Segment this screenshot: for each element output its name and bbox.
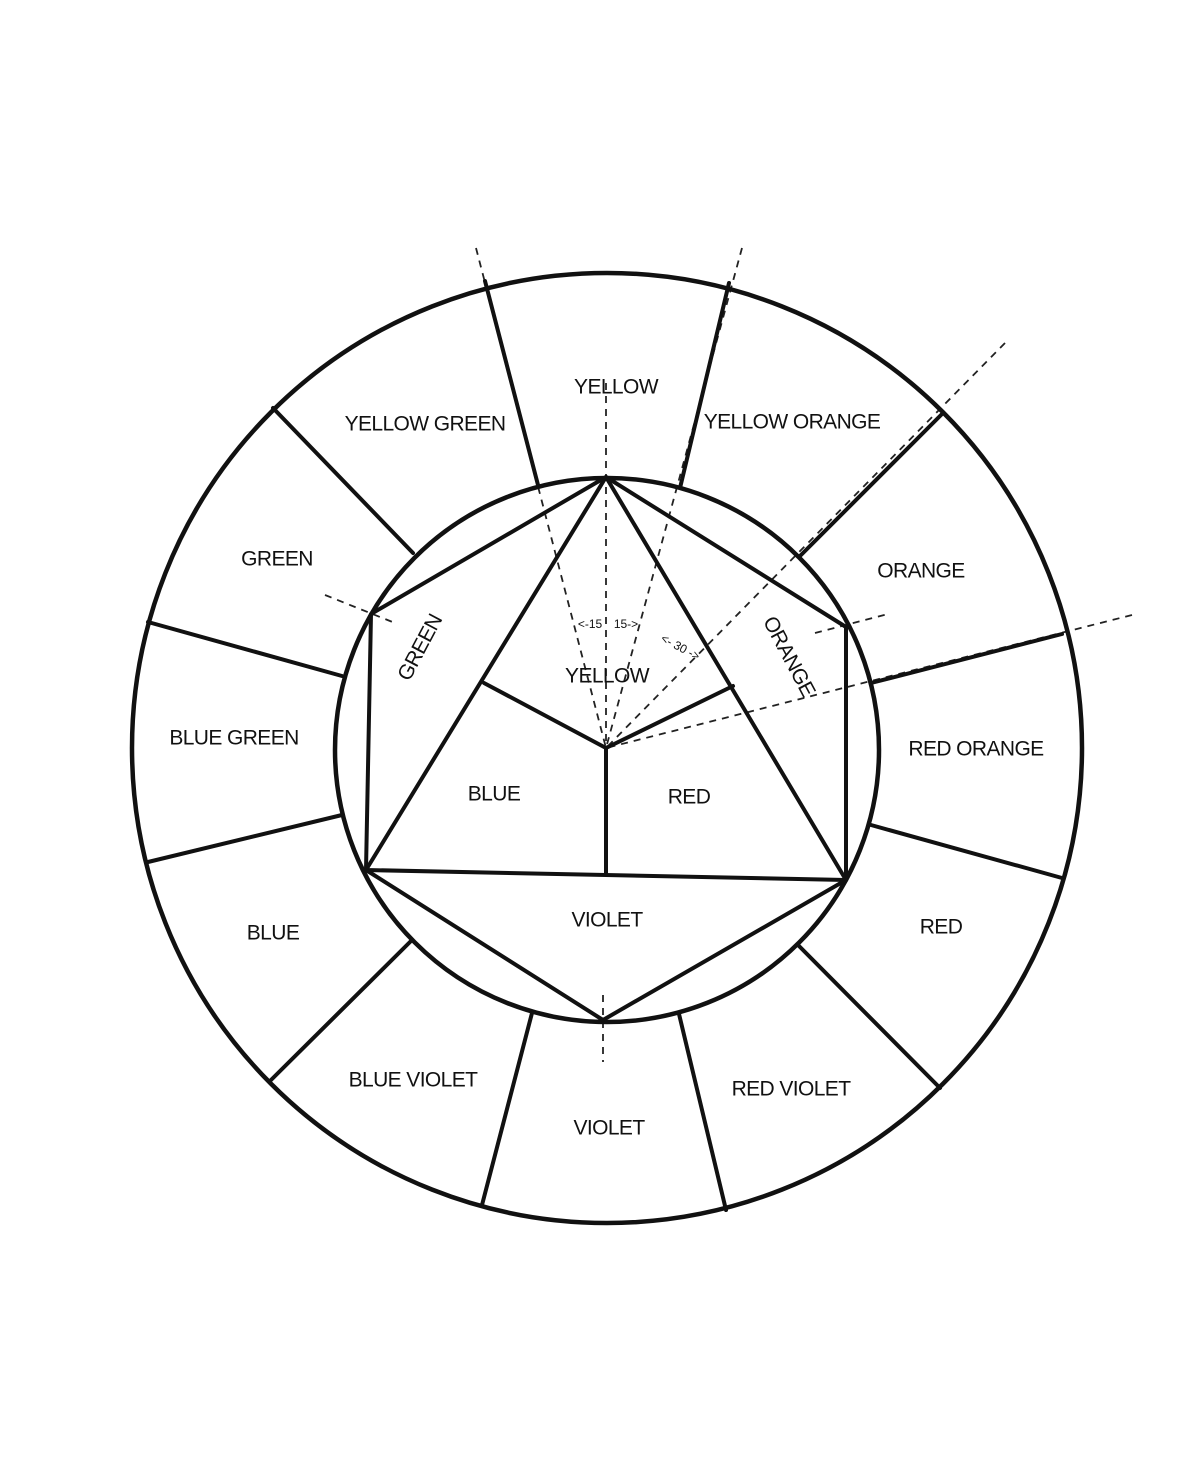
outer-label-violet: VIOLET bbox=[573, 1117, 645, 1140]
center-line-red bbox=[604, 684, 735, 750]
outer-label-red-violet: RED VIOLET bbox=[732, 1078, 852, 1101]
angle-label-30: <- 30 -> bbox=[659, 631, 703, 663]
angle-label-right-15: 15-> bbox=[614, 617, 638, 631]
inner-figure bbox=[364, 475, 848, 1022]
divider-o-ro bbox=[869, 632, 1064, 685]
inner-label-yellow: YELLOW bbox=[565, 665, 650, 688]
guide-line-right-top bbox=[605, 247, 743, 749]
inner-label-red: RED bbox=[668, 786, 711, 809]
divider-bg-g bbox=[146, 620, 344, 678]
inner-label-violet: VIOLET bbox=[571, 909, 643, 932]
divider-y-yo bbox=[678, 281, 731, 490]
divider-r-rv bbox=[797, 944, 942, 1090]
angle-label-left-15: <-15 bbox=[578, 617, 603, 631]
divider-ro-r bbox=[869, 823, 1064, 880]
divider-v-bv bbox=[480, 1011, 534, 1207]
outer-label-orange: ORANGE bbox=[877, 560, 965, 583]
angle-annotations: <-15 15-> <- 30 -> bbox=[578, 617, 702, 663]
outer-label-green: GREEN bbox=[241, 548, 313, 571]
divider-b-bg bbox=[146, 813, 344, 864]
secondary-hexagon bbox=[364, 475, 848, 1022]
divider-yg-y bbox=[483, 279, 540, 487]
outer-label-yellow-orange: YELLOW ORANGE bbox=[704, 411, 881, 434]
inner-label-green: GREEN bbox=[393, 611, 447, 685]
guide-line-left-top bbox=[475, 247, 607, 749]
outer-label-red-orange: RED ORANGE bbox=[908, 738, 1044, 761]
center-line-blue bbox=[482, 681, 608, 750]
guide-line-green-tick bbox=[324, 594, 396, 624]
inner-label-orange: ORANGE bbox=[758, 613, 820, 702]
outer-labels: YELLOW YELLOW ORANGE ORANGE RED ORANGE R… bbox=[169, 376, 1044, 1140]
outer-label-blue-green: BLUE GREEN bbox=[169, 727, 298, 750]
outer-label-yellow-green: YELLOW GREEN bbox=[345, 413, 506, 436]
outer-label-red: RED bbox=[920, 916, 963, 939]
divider-rv-v bbox=[677, 1012, 728, 1212]
construction-lines bbox=[324, 247, 1133, 1062]
outer-segment-dividers bbox=[146, 279, 1064, 1212]
outer-ring-circle bbox=[129, 270, 1085, 1226]
outer-label-blue: BLUE bbox=[247, 922, 300, 945]
outer-label-yellow: YELLOW bbox=[574, 376, 659, 399]
divider-bv-b bbox=[269, 938, 414, 1082]
outer-label-blue-violet: BLUE VIOLET bbox=[349, 1069, 479, 1092]
inner-label-blue: BLUE bbox=[468, 783, 521, 806]
divider-g-yg bbox=[271, 406, 415, 555]
divider-yo-o bbox=[798, 412, 944, 558]
